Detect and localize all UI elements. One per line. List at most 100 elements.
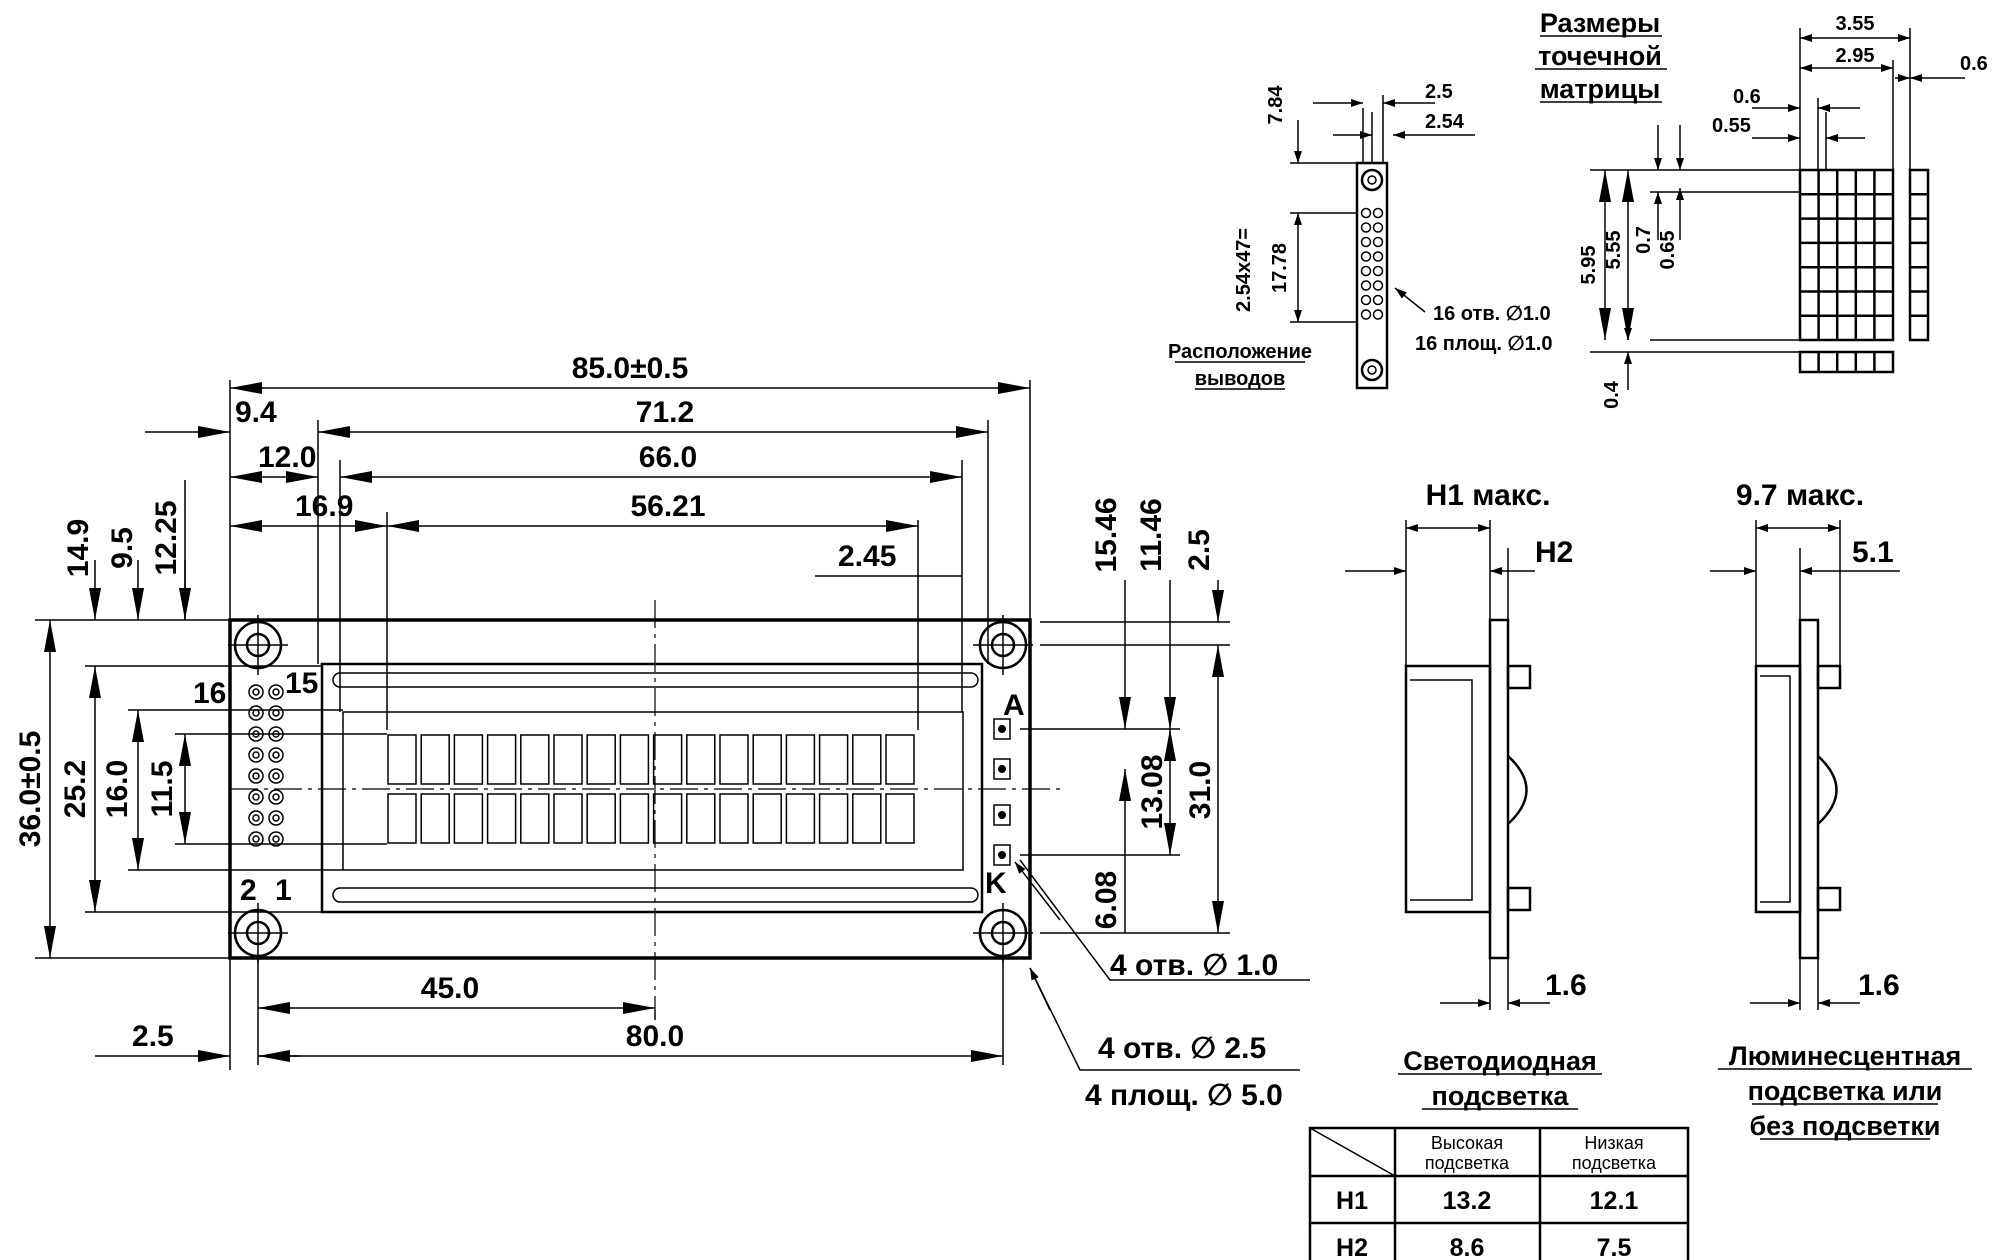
svg-text:14.9: 14.9 — [62, 519, 95, 577]
connector-pin — [248, 831, 264, 847]
svg-text:4 отв. ∅ 2.5: 4 отв. ∅ 2.5 — [1098, 1032, 1266, 1065]
header-pin — [1372, 251, 1384, 262]
dimension-outline-width: 71.2 9.4 — [145, 396, 989, 664]
table-col1-header-line2: подсветка — [1425, 1153, 1510, 1173]
pin-label-15: 15 — [285, 667, 318, 700]
pin-label-1: 1 — [275, 874, 292, 907]
led-cathode-label: K — [985, 867, 1007, 900]
dimension-right-heights: 15.46 11.46 2.5 13.08 6.08 31.0 — [1020, 497, 1230, 934]
dimension-overall-width: 85.0±0.5 — [229, 352, 1031, 620]
table-cell: 7.5 — [1597, 1234, 1632, 1260]
svg-text:66.0: 66.0 — [639, 441, 697, 474]
character-cell — [752, 734, 782, 785]
connector-pin — [268, 831, 284, 847]
character-cell — [785, 793, 816, 844]
connector-pin — [248, 705, 264, 721]
header-pin — [1360, 251, 1372, 262]
dm-dot-w: 0.6 — [1733, 86, 1761, 108]
table-col2-header-line1: Низкая — [1584, 1133, 1643, 1153]
el-pcb — [1798, 618, 1820, 960]
svg-text:15.46: 15.46 — [1090, 497, 1123, 572]
dimension-bezel-offset: 12.0 — [258, 441, 316, 474]
svg-text:9.5: 9.5 — [106, 527, 139, 569]
el-module-body — [1754, 664, 1802, 914]
character-cell — [719, 734, 749, 785]
character-cell — [553, 734, 583, 785]
character-cell — [453, 793, 484, 844]
led-h2-label: H2 — [1535, 536, 1573, 569]
svg-text:25.2: 25.2 — [59, 760, 92, 818]
led-pcb — [1488, 618, 1510, 960]
dm-dot-pitch: 0.55 — [1712, 115, 1751, 137]
character-cell — [885, 793, 915, 844]
led-h1-label: H1 макс. — [1426, 479, 1551, 512]
table-col1-header-line1: Высокая — [1431, 1133, 1503, 1153]
dimension-center-x: 45.0 — [421, 972, 479, 1005]
pin-dim-b: 2.5 — [1425, 81, 1453, 103]
backlight-table: Высокая подсветка Низкая подсветка H1 13… — [1308, 1126, 1690, 1260]
dm-dot-hp: 0.65 — [1657, 231, 1679, 270]
character-cell — [652, 734, 683, 785]
dm-h-dots: 5.55 — [1603, 231, 1625, 270]
pin-holes-label: 16 отв. ∅1.0 — [1433, 303, 1551, 325]
connector-pin — [268, 684, 284, 700]
pin-pads-label: 16 площ. ∅1.0 — [1415, 333, 1552, 355]
dot-grid — [1798, 168, 1930, 374]
dm-gap: 0.6 — [1960, 53, 1988, 75]
table-col2-header-line2: подсветка — [1572, 1153, 1657, 1173]
character-cell — [586, 734, 616, 785]
connector-pin — [268, 768, 284, 784]
led-pcb-thickness: 1.6 — [1545, 969, 1587, 1002]
el-side-view: 9.7 макс. 5.1 1.6 Люминесцентная подсвет… — [1710, 479, 1972, 1141]
connector-pin — [248, 747, 264, 763]
header-pin — [1372, 207, 1384, 219]
character-cell — [520, 734, 550, 785]
pin-layout: 2.5 2.54 7.84 2.54x47= 17.78 16 отв. ∅1.… — [1168, 81, 1553, 390]
character-cell — [818, 734, 849, 785]
dimension-hole-span: 80.0 — [626, 1020, 684, 1053]
character-cell — [785, 734, 816, 785]
header-pin — [1372, 280, 1384, 291]
header-pin — [1372, 222, 1384, 233]
led-side-view: H1 макс. H2 1.6 Светодиодная подсветка — [1345, 479, 1602, 1111]
character-cell — [387, 734, 417, 785]
character-cell — [852, 734, 882, 785]
header-pin — [1372, 294, 1384, 306]
table-row-label: H2 — [1336, 1234, 1368, 1260]
el-offset-label: 5.1 — [1852, 536, 1894, 569]
dimension-bezel-height: 25.2 — [59, 665, 322, 913]
character-cell — [586, 793, 616, 844]
dimension-bottom: 45.0 80.0 2.5 — [95, 958, 1004, 1070]
character-cell — [752, 793, 782, 844]
character-cell — [619, 734, 650, 785]
callout-mount-holes: 4 отв. ∅ 2.5 4 площ. ∅ 5.0 — [1029, 967, 1300, 1112]
el-caption-line2: подсветка или — [1748, 1076, 1943, 1106]
character-cell — [486, 793, 517, 844]
dimension-right-offset: 2.45 — [815, 540, 962, 577]
character-cell — [520, 793, 550, 844]
connector-pin — [248, 810, 264, 826]
header-pin — [1372, 236, 1384, 248]
led-pins — [993, 718, 1011, 866]
svg-text:71.2: 71.2 — [636, 396, 694, 429]
header-pin — [1372, 265, 1384, 277]
connector-pin — [248, 684, 264, 700]
led-anode-label: A — [1003, 689, 1025, 722]
character-cell — [852, 793, 882, 844]
svg-text:31.0: 31.0 — [1184, 761, 1217, 819]
header-pin — [1360, 207, 1372, 219]
svg-text:2.5: 2.5 — [1183, 529, 1216, 571]
pin-dim-c: 2.54 — [1425, 111, 1465, 133]
led-module-body — [1404, 664, 1492, 914]
backlight-top-strip — [332, 672, 979, 688]
svg-text:16.0: 16.0 — [101, 760, 134, 818]
header-pin — [1360, 265, 1372, 277]
svg-text:6.08: 6.08 — [1090, 871, 1123, 929]
svg-text:56.21: 56.21 — [630, 490, 705, 523]
dimension-hole-offset: 2.5 — [132, 1020, 174, 1053]
pin-label-2: 2 — [240, 874, 257, 907]
mounting-hole — [228, 615, 288, 675]
pin-header-outline — [1355, 161, 1389, 390]
connector-pin — [268, 747, 284, 763]
